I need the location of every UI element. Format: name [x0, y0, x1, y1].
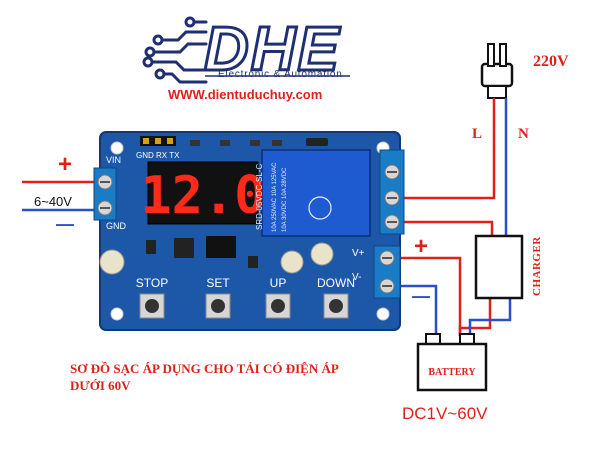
input-minus-sign: — [56, 214, 74, 234]
input-plus-sign: + [58, 151, 72, 178]
output-minus-sign: — [412, 286, 430, 306]
capacitor [280, 250, 304, 274]
input-voltage-range: 6~40V [34, 194, 72, 209]
vminus-label: V- [352, 272, 361, 283]
smd-component [190, 140, 200, 146]
output-plus-sign: + [414, 233, 428, 260]
circuit-head-icon [142, 16, 208, 84]
mains-plug-icon [480, 43, 514, 99]
input-terminal[interactable] [93, 167, 117, 221]
diode [146, 240, 156, 254]
smd-component [250, 140, 260, 146]
diagram-caption: SƠ ĐỒ SẠC ÁP DỤNG CHO TẢI CÓ ĐIỆN ÁP DƯỚ… [70, 360, 400, 394]
battery-voltage-range: DC1V~60V [402, 404, 488, 423]
capacitor [99, 249, 125, 275]
down-button-label: DOWN [317, 276, 355, 290]
logo-tagline: Electronic & Automation [218, 69, 343, 80]
controller-board: VIN GND GND RX TX 12.0 SRD-05VDC-SL-C 10… [93, 131, 405, 331]
charger-to-battery-plus-wire [458, 298, 492, 336]
neutral-wire-label: N [518, 126, 529, 142]
display-value: 12.0 [140, 166, 265, 226]
stop-button-label: STOP [136, 276, 168, 290]
relay-to-charger-wire [402, 220, 494, 236]
charger-to-battery-minus-wire [468, 298, 512, 336]
mains-line-wire [402, 98, 496, 200]
battery-label: BATTERY [428, 367, 476, 378]
relay-cert-mark [308, 196, 332, 220]
relay-rating-2: 10A 30VDC 10A 28VDC [282, 167, 288, 232]
down-button[interactable] [323, 293, 349, 319]
diode [306, 138, 328, 146]
vplus-to-battery-wire [400, 256, 462, 336]
mains-voltage-label: 220V [533, 53, 569, 70]
battery-icon [416, 333, 488, 392]
smd-component [220, 140, 230, 146]
relay-model: SRD-05VDC-SL-C [255, 164, 264, 230]
caption-line-2: DƯỚI 60V [70, 378, 131, 393]
vin-label: VIN [106, 155, 121, 165]
website-link[interactable]: WWW.dientuduchuy.com [168, 87, 322, 102]
microcontroller-chip [206, 236, 236, 258]
serial-header [140, 136, 176, 146]
charger-label: CHARGER [531, 236, 543, 296]
smd-component [272, 140, 282, 146]
capacitor [310, 242, 334, 266]
inductor [174, 238, 194, 258]
segment-display: 12.0 [140, 161, 266, 226]
relay-terminal[interactable] [379, 149, 405, 235]
vminus-to-battery-wire [400, 284, 438, 336]
wiring [22, 98, 512, 336]
set-button-label: SET [206, 276, 230, 290]
gnd-label: GND [106, 221, 127, 231]
logo-text: DHE [204, 15, 341, 84]
brand-logo: DHE Electronic & Automation WWW.dientudu… [142, 14, 350, 102]
serial-label: GND RX TX [136, 151, 180, 160]
caption-line-1: SƠ ĐỒ SẠC ÁP DỤNG CHO TẢI CÓ ĐIỆN ÁP [70, 361, 339, 376]
set-button[interactable] [205, 293, 231, 319]
relay: SRD-05VDC-SL-C 10A 250VAC 10A 125VAC 10A… [255, 149, 371, 237]
stop-button[interactable] [139, 293, 165, 319]
charger-box [474, 234, 524, 300]
up-button[interactable] [265, 293, 291, 319]
diode [248, 256, 258, 268]
relay-rating-1: 10A 250VAC 10A 125VAC [272, 162, 278, 232]
vplus-label: V+ [352, 248, 365, 259]
up-button-label: UP [270, 276, 287, 290]
line-wire-label: L [472, 126, 482, 142]
load-terminal[interactable] [373, 245, 401, 299]
